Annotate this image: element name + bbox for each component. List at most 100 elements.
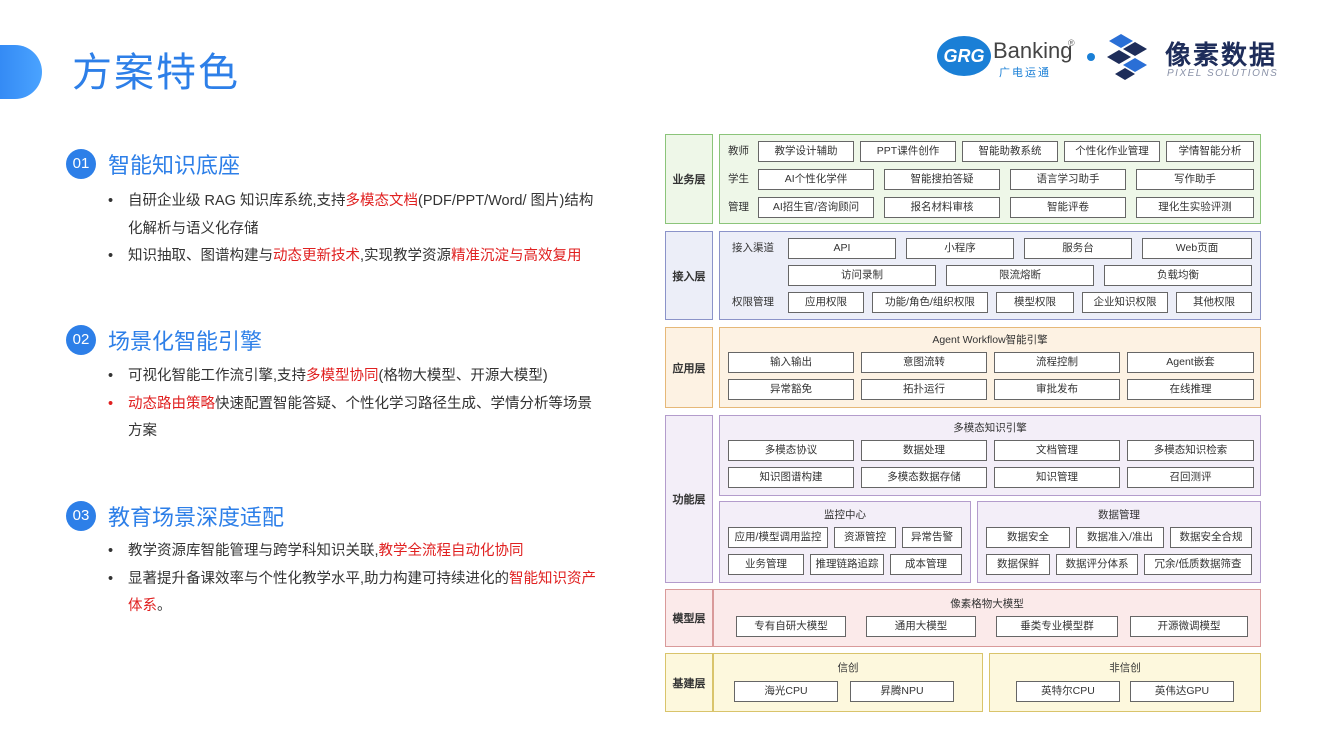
layer-label-infra: 基建层 <box>665 653 713 712</box>
layer-label-function: 功能层 <box>665 415 713 583</box>
partner-logos: GRG Banking ® 广电运通 像素数据 PIXEL SOLUTIONS <box>937 32 1301 84</box>
section-03-heading: 03 教育场景深度适配 <box>66 500 284 532</box>
business-item: 报名材料审核 <box>884 197 1000 218</box>
monitor-center-panel: 监控中心 应用/模型调用监控 资源管控 异常告警 业务管理 推理链路追踪 成本管… <box>719 501 971 583</box>
data-item: 数据安全合规 <box>1170 527 1252 548</box>
section-02-bullets: 可视化智能工作流引擎,支持多模型协同(格物大模型、开源大模型) 动态路由策略快速… <box>108 363 598 446</box>
application-title: Agent Workflow智能引擎 <box>932 334 1048 346</box>
row-label-permissions: 权限管理 <box>732 296 774 308</box>
engine-item: 召回测评 <box>1127 467 1254 488</box>
row-label-student: 学生 <box>728 173 749 185</box>
grg-logo-mark: GRG <box>937 36 991 76</box>
application-item: 审批发布 <box>994 379 1120 400</box>
model-item: 垂类专业模型群 <box>996 616 1118 637</box>
section-number: 02 <box>66 325 96 355</box>
application-item: 在线推理 <box>1127 379 1254 400</box>
data-management-panel: 数据管理 数据安全 数据准入/准出 数据安全合规 数据保鲜 数据评分体系 冗余/… <box>977 501 1261 583</box>
business-item: 智能搜拍答疑 <box>884 169 1000 190</box>
monitor-title: 监控中心 <box>824 509 866 521</box>
monitor-item: 应用/模型调用监控 <box>728 527 828 548</box>
business-item: 个性化作业管理 <box>1064 141 1160 162</box>
engine-item: 知识图谱构建 <box>728 467 854 488</box>
non-xinchuang-panel: 非信创 英特尔CPU 英伟达GPU <box>989 653 1261 712</box>
engine-title: 多模态知识引擎 <box>953 422 1027 434</box>
application-item: 异常豁免 <box>728 379 854 400</box>
pixel-logo-cn: 像素数据 <box>1165 40 1278 70</box>
bullet-item: 动态路由策略快速配置智能答疑、个性化学习路径生成、学情分析等场景方案 <box>108 391 598 446</box>
data-item: 冗余/低质数据筛查 <box>1144 554 1252 575</box>
data-item: 数据准入/准出 <box>1076 527 1164 548</box>
access-item: 功能/角色/组织权限 <box>872 292 988 313</box>
business-item: 写作助手 <box>1136 169 1254 190</box>
business-item: 语言学习助手 <box>1010 169 1126 190</box>
application-item: 意图流转 <box>861 352 987 373</box>
bullet-item: 显著提升备课效率与个性化教学水平,助力构建可持续进化的智能知识资产体系。 <box>108 566 598 621</box>
engine-item: 知识管理 <box>994 467 1120 488</box>
engine-item: 多模态协议 <box>728 440 854 461</box>
application-item: 输入输出 <box>728 352 854 373</box>
knowledge-engine-panel: 多模态知识引擎 多模态协议 数据处理 文档管理 多模态知识检索 知识图谱构建 多… <box>719 415 1261 496</box>
engine-item: 多模态数据存储 <box>861 467 987 488</box>
access-item: API <box>788 238 896 259</box>
xinchuang-panel: 信创 海光CPU 昇腾NPU <box>713 653 983 712</box>
row-label-admin: 管理 <box>728 201 749 213</box>
application-item: Agent嵌套 <box>1127 352 1254 373</box>
monitor-item: 业务管理 <box>728 554 804 575</box>
section-01-bullets: 自研企业级 RAG 知识库系统,支持多模态文档(PDF/PPT/Word/ 图片… <box>108 188 598 271</box>
row-label-teacher: 教师 <box>728 145 749 157</box>
access-layer-panel: 接入渠道 API 小程序 服务台 Web页面 访问录制 限流熔断 负载均衡 权限… <box>719 231 1261 320</box>
pixel-logo-en: PIXEL SOLUTIONS <box>1167 68 1279 79</box>
infra-item: 英特尔CPU <box>1016 681 1120 702</box>
model-title: 像素格物大模型 <box>950 598 1024 610</box>
application-item: 流程控制 <box>994 352 1120 373</box>
section-number: 01 <box>66 149 96 179</box>
row-label-channels: 接入渠道 <box>732 242 774 254</box>
data-item: 数据评分体系 <box>1056 554 1138 575</box>
monitor-item: 资源管控 <box>834 527 896 548</box>
page-title: 方案特色 <box>72 51 240 95</box>
section-title: 教育场景深度适配 <box>108 505 285 530</box>
access-item: 企业知识权限 <box>1082 292 1168 313</box>
access-item: Web页面 <box>1142 238 1252 259</box>
pixel-logo-icon <box>1107 34 1147 80</box>
application-item: 拓扑运行 <box>861 379 987 400</box>
access-item: 限流熔断 <box>946 265 1094 286</box>
access-item: 其他权限 <box>1176 292 1252 313</box>
infra-item: 昇腾NPU <box>850 681 954 702</box>
section-03-bullets: 教学资源库智能管理与跨学科知识关联,教学全流程自动化协同 显著提升备课效率与个性… <box>108 538 598 621</box>
bullet-item: 教学资源库智能管理与跨学科知识关联,教学全流程自动化协同 <box>108 538 598 566</box>
architecture-diagram: 业务层 教师 教学设计辅助 PPT课件创作 智能助教系统 个性化作业管理 学情智… <box>665 134 1261 714</box>
grg-logo-brand: Banking <box>993 38 1073 63</box>
engine-item: 文档管理 <box>994 440 1120 461</box>
monitor-item: 成本管理 <box>890 554 962 575</box>
business-item: 智能评卷 <box>1010 197 1126 218</box>
business-item: PPT课件创作 <box>860 141 956 162</box>
non-xinchuang-title: 非信创 <box>1109 662 1141 674</box>
business-layer-panel: 教师 教学设计辅助 PPT课件创作 智能助教系统 个性化作业管理 学情智能分析 … <box>719 134 1261 224</box>
layer-label-access: 接入层 <box>665 231 713 320</box>
grg-logo-cn: 广电运通 <box>999 67 1051 79</box>
access-item: 服务台 <box>1024 238 1132 259</box>
engine-item: 数据处理 <box>861 440 987 461</box>
logo-separator-dot <box>1087 53 1095 61</box>
bullet-item: 自研企业级 RAG 知识库系统,支持多模态文档(PDF/PPT/Word/ 图片… <box>108 188 598 243</box>
section-title: 智能知识底座 <box>108 153 241 178</box>
xinchuang-title: 信创 <box>837 662 859 674</box>
engine-item: 多模态知识检索 <box>1127 440 1254 461</box>
header-accent-shape <box>0 45 42 99</box>
monitor-item: 异常告警 <box>902 527 962 548</box>
layer-label-model: 模型层 <box>665 589 713 647</box>
business-item: 学情智能分析 <box>1166 141 1254 162</box>
monitor-item: 推理链路追踪 <box>810 554 884 575</box>
infra-item: 海光CPU <box>734 681 838 702</box>
model-item: 专有自研大模型 <box>736 616 846 637</box>
access-item: 应用权限 <box>788 292 864 313</box>
access-item: 访问录制 <box>788 265 936 286</box>
grg-logo-reg: ® <box>1068 38 1075 48</box>
bullet-item: 可视化智能工作流引擎,支持多模型协同(格物大模型、开源大模型) <box>108 363 598 391</box>
application-layer-panel: Agent Workflow智能引擎 输入输出 意图流转 流程控制 Agent嵌… <box>719 327 1261 408</box>
bullet-item: 知识抽取、图谱构建与动态更新技术,实现教学资源精准沉淀与高效复用 <box>108 243 598 271</box>
business-item: 理化生实验评测 <box>1136 197 1254 218</box>
section-02-heading: 02 场景化智能引擎 <box>66 324 262 356</box>
layer-label-business: 业务层 <box>665 134 713 224</box>
